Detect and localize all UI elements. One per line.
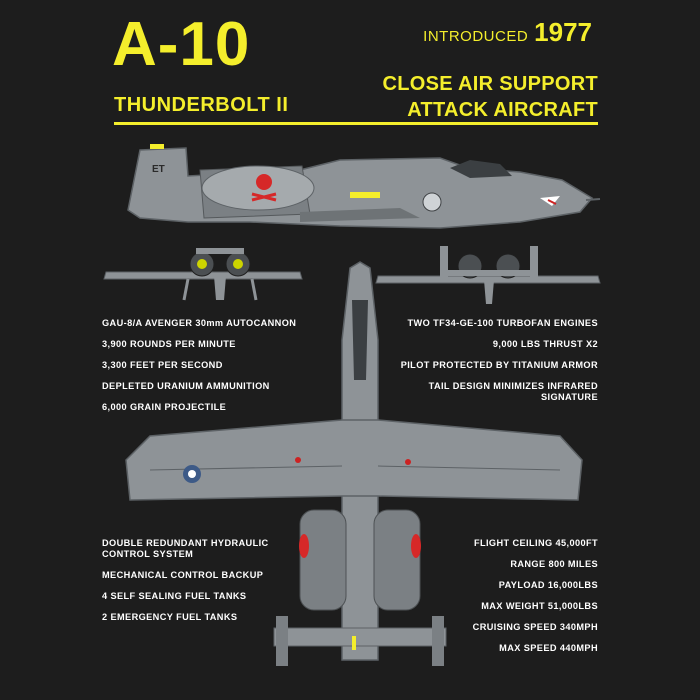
spec-item: PAYLOAD 16,000LBS bbox=[498, 580, 598, 590]
spec-item: DOUBLE REDUNDANT HYDRAULIC bbox=[102, 538, 269, 548]
front-view-left bbox=[103, 248, 303, 301]
tail-code: ET bbox=[152, 164, 165, 175]
spec-item: RANGE 800 MILES bbox=[510, 559, 598, 569]
spec-item: 4 SELF SEALING FUEL TANKS bbox=[102, 591, 247, 601]
spec-item: FLIGHT CEILING 45,000FT bbox=[473, 538, 598, 548]
spec-item: MAX WEIGHT 51,000LBS bbox=[481, 601, 598, 611]
introduced-year: 1977 bbox=[534, 17, 592, 47]
model-title: A-10 bbox=[112, 10, 251, 79]
spec-item: MECHANICAL CONTROL BACKUP bbox=[102, 570, 264, 580]
introduced-label: INTRODUCED bbox=[423, 28, 529, 45]
introduced-line: INTRODUCED 1977 bbox=[423, 17, 592, 48]
specs-right-top: TWO TF34-GE-100 TURBOFAN ENGINES 9,000 L… bbox=[401, 318, 598, 413]
spec-item: CRUISING SPEED 340MPH bbox=[472, 622, 598, 632]
role-line-1: CLOSE AIR SUPPORT bbox=[382, 73, 598, 95]
spec-item: TWO TF34-GE-100 TURBOFAN ENGINES bbox=[407, 318, 598, 328]
spec-item: DEPLETED URANIUM AMMUNITION bbox=[102, 381, 270, 391]
spec-item: 2 EMERGENCY FUEL TANKS bbox=[102, 612, 238, 622]
specs-left-top: GAU-8/A AVENGER 30mm AUTOCANNON 3,900 RO… bbox=[102, 318, 296, 423]
spec-item: 3,900 ROUNDS PER MINUTE bbox=[102, 339, 236, 349]
rear-view-right bbox=[375, 246, 601, 304]
spec-item: GAU-8/A AVENGER 30mm AUTOCANNON bbox=[102, 318, 297, 328]
model-name: THUNDERBOLT II bbox=[114, 94, 289, 116]
side-profile-view: ET bbox=[127, 144, 601, 229]
role-text: CLOSE AIR SUPPORT ATTACK AIRCRAFT bbox=[383, 71, 599, 123]
spec-item: PILOT PROTECTED BY TITANIUM ARMOR bbox=[400, 360, 598, 370]
specs-right-bottom: FLIGHT CEILING 45,000FT RANGE 800 MILES … bbox=[473, 538, 598, 664]
header-underline bbox=[114, 122, 598, 125]
spec-item: SIGNATURE bbox=[540, 392, 598, 402]
specs-left-bottom: DOUBLE REDUNDANT HYDRAULIC CONTROL SYSTE… bbox=[102, 538, 269, 633]
spec-item: MAX SPEED 440MPH bbox=[499, 643, 598, 653]
spec-item: 6,000 GRAIN PROJECTILE bbox=[102, 402, 227, 412]
top-view bbox=[125, 261, 583, 666]
spec-item: CONTROL SYSTEM bbox=[102, 549, 194, 559]
spec-item: TAIL DESIGN MINIMIZES INFRARED bbox=[428, 381, 598, 391]
spec-item: 3,300 FEET PER SECOND bbox=[102, 360, 223, 370]
spec-item: 9,000 LBS THRUST X2 bbox=[492, 339, 598, 349]
role-line-2: ATTACK AIRCRAFT bbox=[407, 99, 598, 121]
